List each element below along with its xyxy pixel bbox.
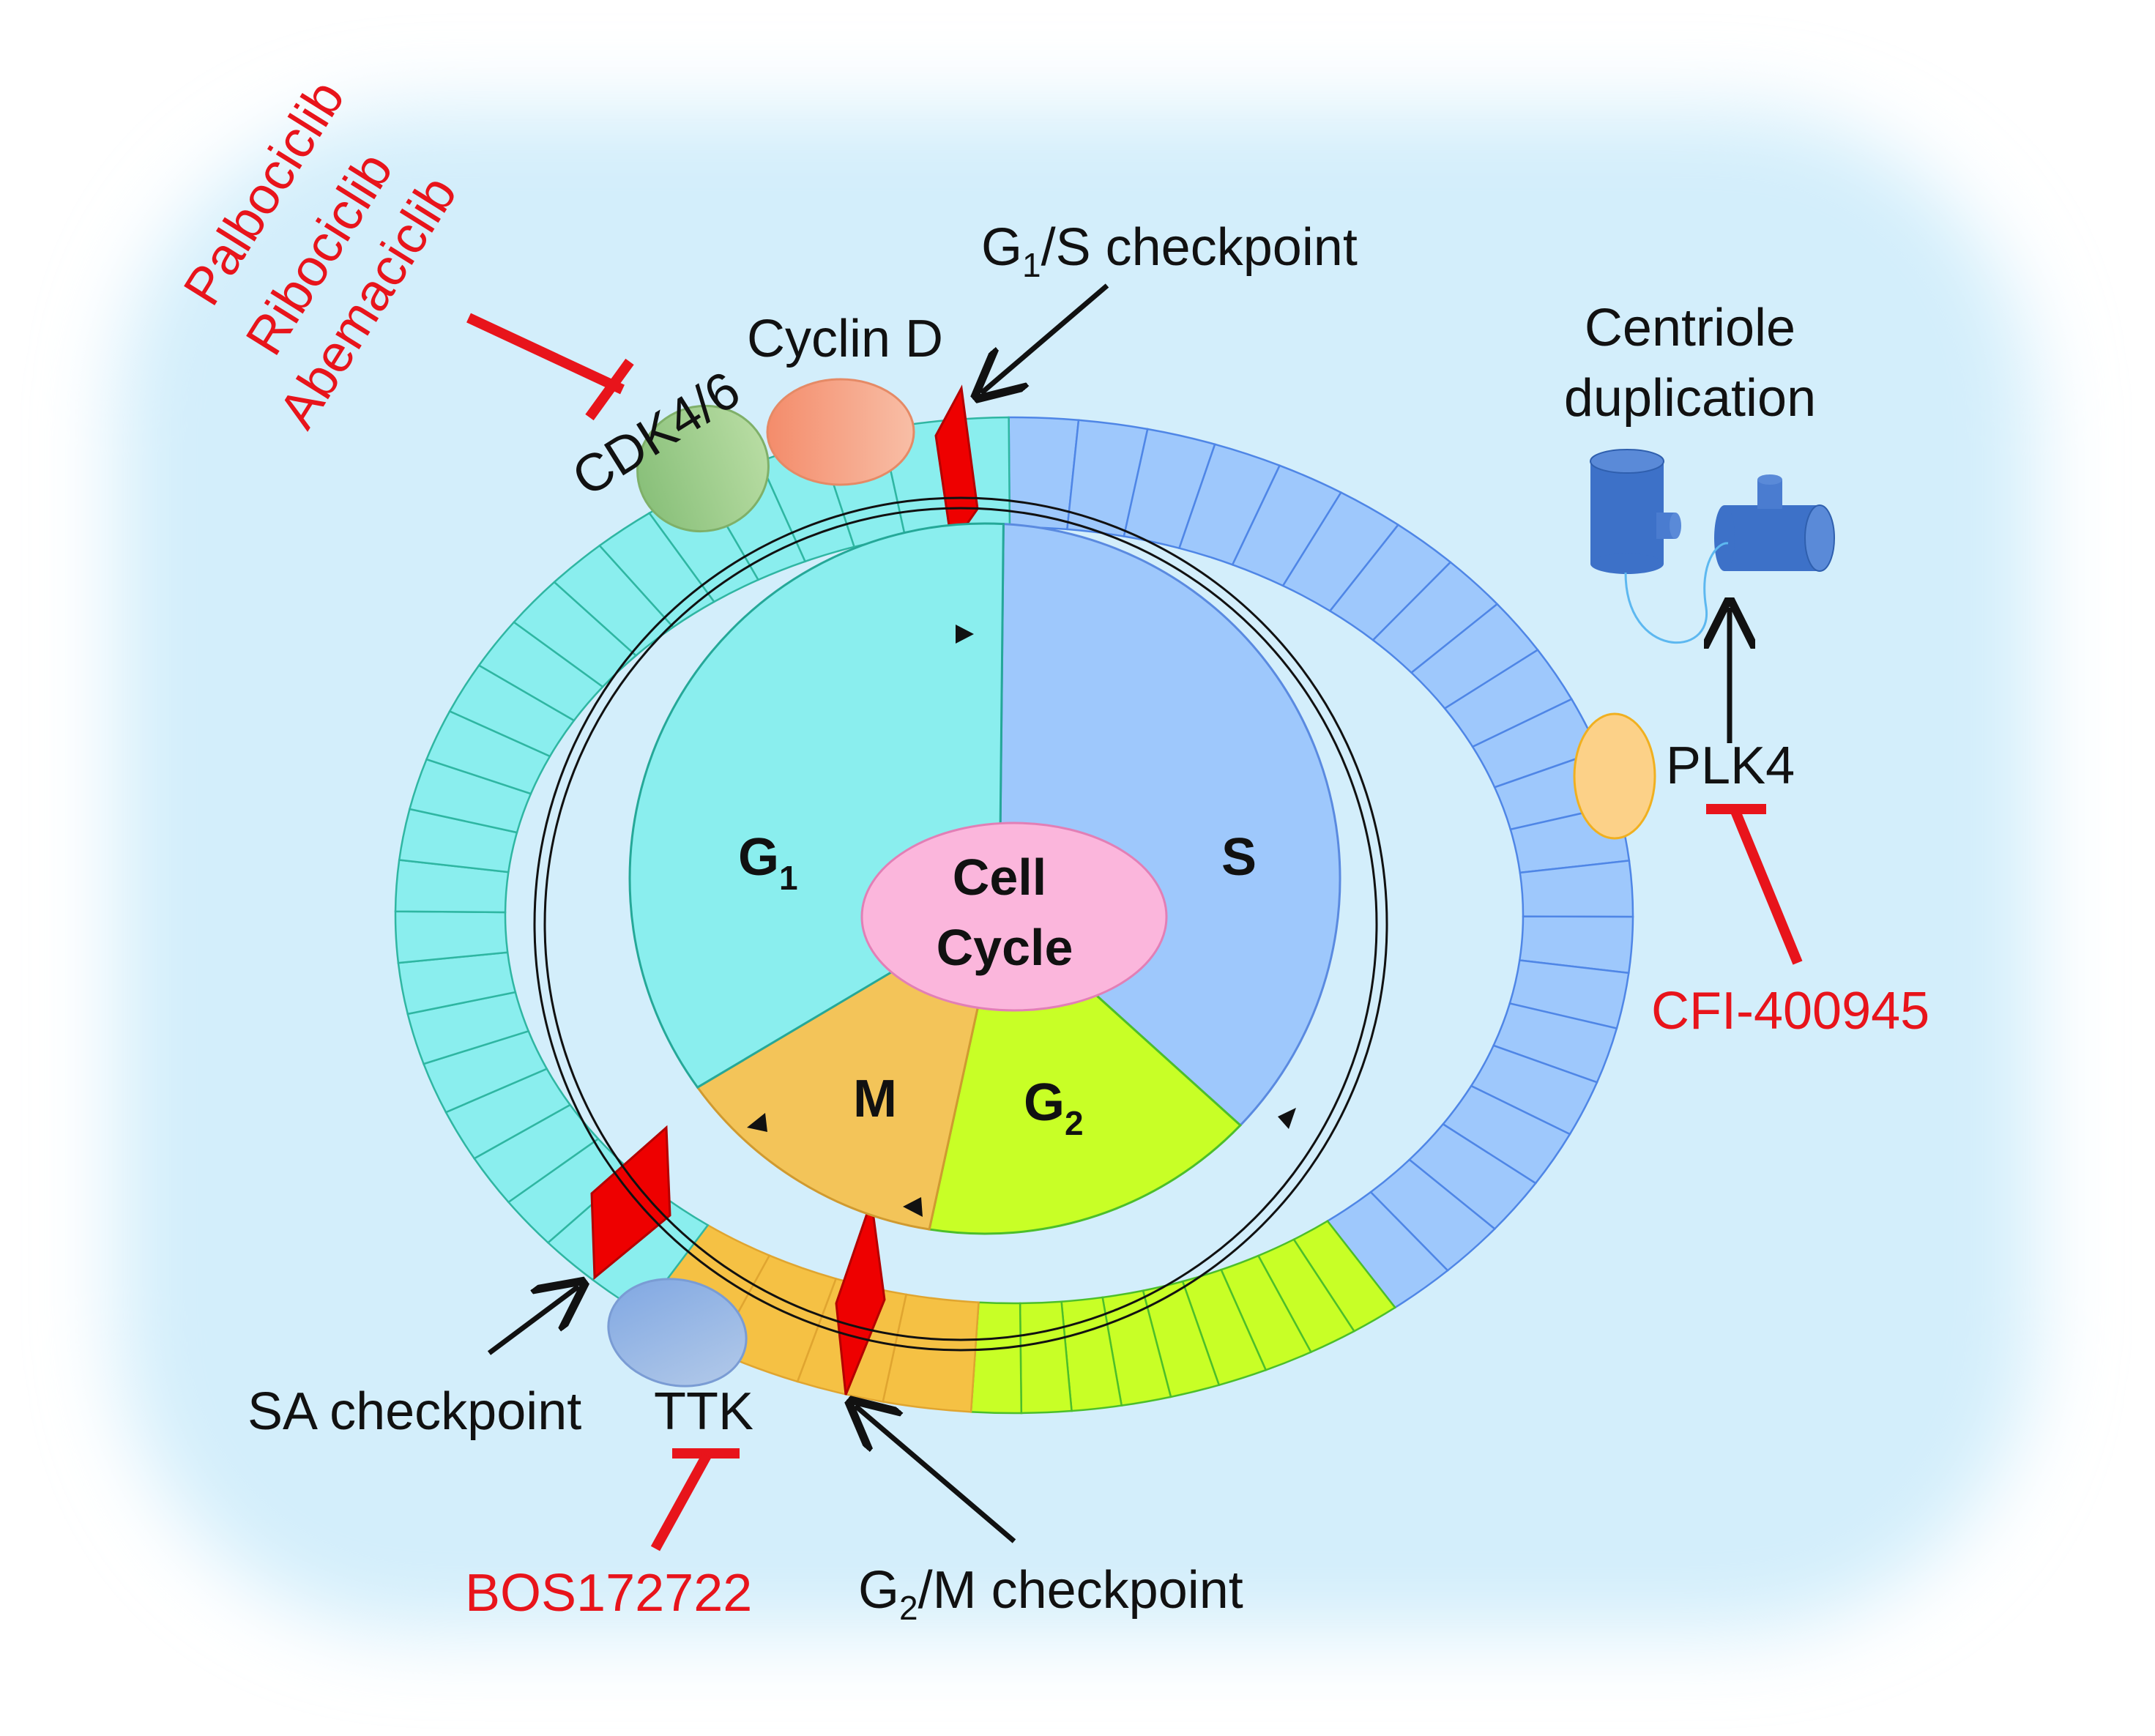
ttk-protein	[607, 1278, 748, 1387]
g1s-checkpoint-arrow	[981, 283, 1109, 393]
drug-bos172722: BOS172722	[465, 1564, 752, 1623]
centriole-horizontal-knob-top	[1757, 474, 1782, 485]
ring-segment-g2	[1019, 1300, 1073, 1415]
ttk-inhibition-line	[650, 1453, 712, 1551]
center-label-line2: Cycle	[937, 919, 1073, 976]
cycle-arrow-bottom	[903, 1197, 923, 1217]
cycle-arrow-left	[747, 1113, 767, 1132]
centriole-vertical-bottom	[1590, 554, 1664, 574]
cycle-arrow-right	[1278, 1108, 1296, 1129]
centriole-vertical-knob-end	[1670, 513, 1681, 539]
cdk46-inhibition-line	[466, 313, 625, 395]
cdk46-inhibition-bar	[585, 358, 634, 421]
ring-segment-g2	[969, 1301, 1023, 1415]
centriole-label-line1: Centriole	[1585, 299, 1795, 357]
center-label-line1: Cell	[953, 849, 1046, 906]
phase-label-s: S	[1221, 828, 1257, 887]
cyclin-d-label: Cyclin D	[747, 310, 943, 368]
cycle-arrow-top	[956, 625, 974, 644]
drug-cfi-400945: CFI-400945	[1651, 982, 1929, 1040]
centriole-label-line2: duplication	[1564, 369, 1816, 428]
phase-label-g1: G1	[738, 828, 798, 897]
center-ellipse	[860, 822, 1168, 1012]
inner-cycle-outline-outer	[533, 496, 1388, 1352]
centriole-horizontal-body	[1724, 505, 1820, 571]
cdk46-protein	[636, 404, 770, 533]
inner-cycle-outline-inner	[543, 507, 1378, 1341]
plk4-inhibition-line	[1730, 809, 1803, 965]
g2m-checkpoint-label: G2/M checkpoint	[858, 1561, 1243, 1627]
plk4-protein	[1573, 712, 1656, 840]
centriole-vertical-top	[1590, 449, 1664, 474]
ttk-label: TTK	[654, 1382, 753, 1441]
g1s-checkpoint-label: G1/S checkpoint	[981, 218, 1358, 284]
cyclin-d-protein	[766, 378, 915, 486]
sa-checkpoint-label: SA checkpoint	[247, 1382, 581, 1441]
centriole-horizontal-right	[1804, 504, 1835, 572]
cycle-direction-arrows	[747, 625, 1296, 1217]
phase-label-g2: G2	[1024, 1073, 1084, 1142]
centriole-vertical-body	[1590, 461, 1664, 564]
sa-checkpoint-arrow	[487, 1286, 578, 1355]
sa-checkpoint-marker	[590, 1125, 671, 1281]
g2m-checkpoint-arrow	[855, 1406, 1016, 1543]
plk4-label: PLK4	[1666, 737, 1795, 795]
centriole-illustration	[1590, 449, 1835, 644]
phase-label-m: M	[853, 1070, 897, 1128]
centriole-horizontal-left	[1714, 505, 1735, 571]
